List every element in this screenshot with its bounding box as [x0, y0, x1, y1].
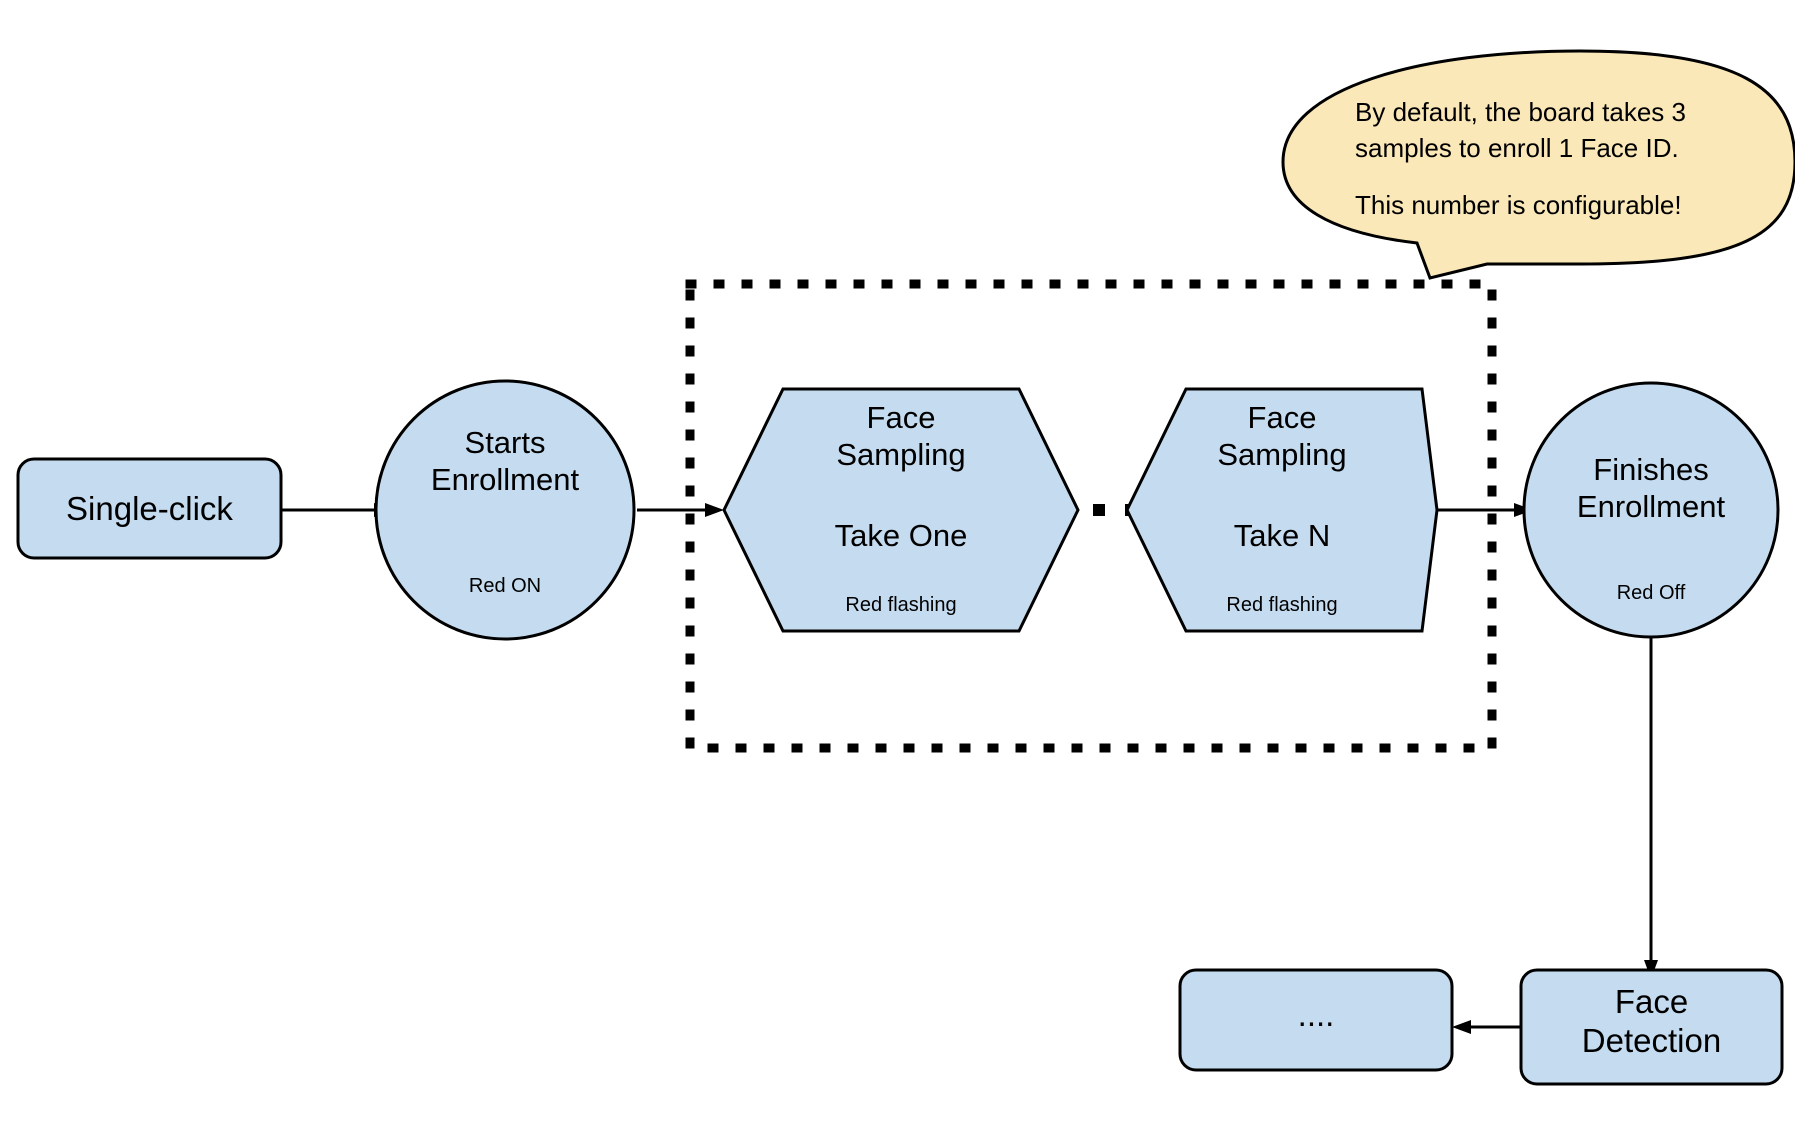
edge-starts-enrollment-to-face-sampling-one — [637, 503, 724, 517]
sampling-loop-group-box — [685, 279, 1497, 753]
node-face-sampling-take-n[interactable] — [1125, 387, 1439, 633]
node-face-sampling-take-one[interactable] — [722, 387, 1080, 633]
edge-face-sampling-n-to-finishes-enrollment — [1437, 503, 1533, 517]
node-single-click[interactable] — [16, 457, 283, 560]
node-finishes-enrollment[interactable] — [1522, 381, 1780, 639]
edge-face-detection-to-ellipsis — [1452, 1020, 1521, 1034]
default-samples-callout — [1281, 49, 1795, 280]
node-face-detection[interactable] — [1519, 968, 1784, 1086]
node-starts-enrollment[interactable] — [374, 379, 636, 641]
node-ellipsis[interactable] — [1178, 968, 1454, 1072]
edge-finishes-enrollment-to-face-detection — [1644, 637, 1658, 979]
